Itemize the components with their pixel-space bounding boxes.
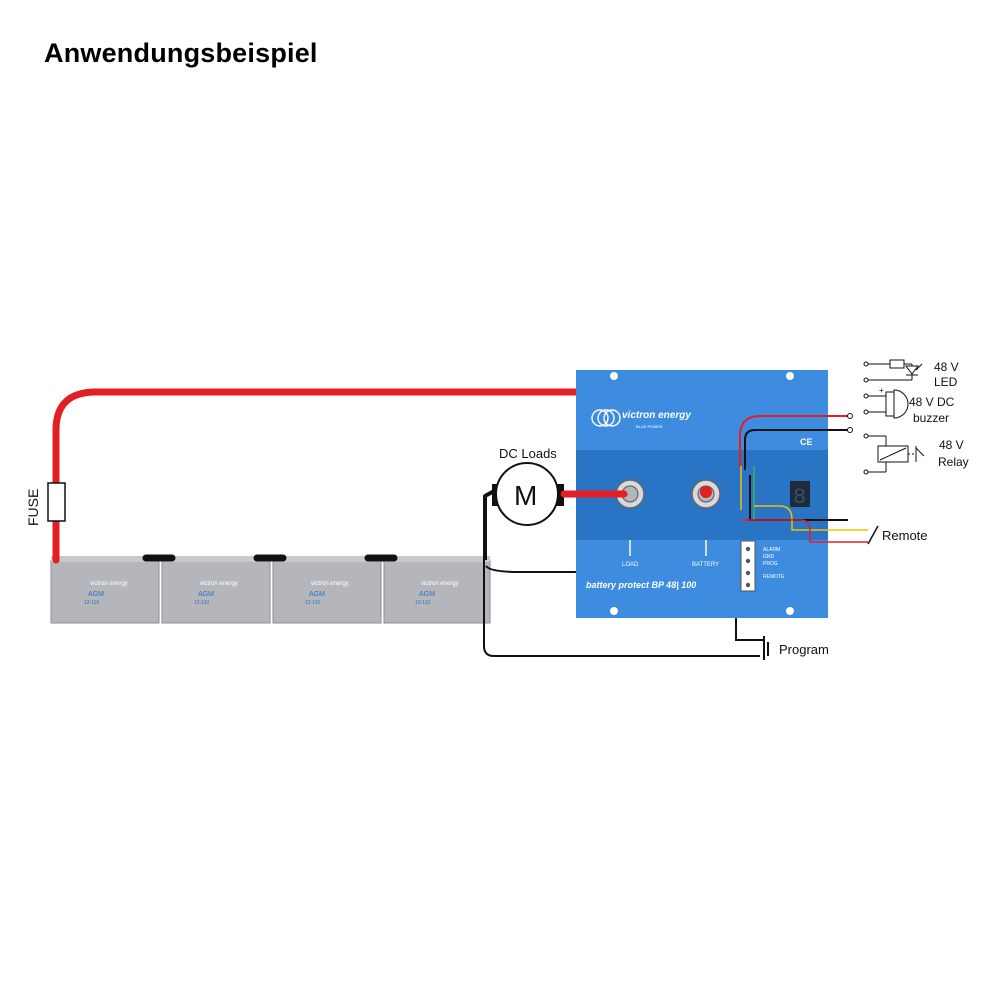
terminal-load-label: LOAD [622,562,639,568]
remote-switch-icon [860,525,879,545]
battery-type: AGM [88,591,104,598]
battery-rating: 12-110 [415,600,430,606]
remote-label: Remote [882,528,928,543]
battery-brand: victron energy [311,581,349,587]
battery-type: AGM [309,591,325,598]
battery-brand: victron energy [90,581,128,587]
battery-rating: 12-110 [84,600,99,606]
dc-load-motor: M [492,462,564,526]
battery-brand: victron energy [200,581,238,587]
battery-4: victron energy AGM 12-110 [383,556,491,624]
ce-mark: CE [800,437,813,447]
led-label-line2: LED [934,375,958,389]
relay-icon [863,433,925,475]
battery-type: AGM [419,591,435,598]
display-digit: 8 [793,485,806,510]
fuse [47,482,66,522]
connector-label-gnd: GND [763,554,775,560]
motor-symbol: M [514,480,537,511]
relay-label-line2: Relay [938,455,969,469]
seven-segment-display [790,481,810,507]
connector-label-prog: PROG [763,561,778,567]
terminal-battery-label: BATTERY [692,562,719,568]
battery-2: victron energy AGM 12-110 [161,556,271,624]
battery-brand: victron energy [421,581,459,587]
battery-rating: 12-110 [194,600,209,606]
connector-label-remote: REMOTE [763,574,785,580]
battery-1: victron energy AGM 12-110 [50,556,160,624]
connector-label-alarm: ALARM [763,547,780,553]
relay-label-line1: 48 V [939,438,964,452]
led-label-line1: 48 V [934,360,959,374]
output-terminals [847,413,853,433]
victron-logo-icon [591,409,621,427]
battery-type: AGM [198,591,214,598]
page-title: Anwendungsbeispiel [44,38,318,68]
connector-traces [740,466,860,543]
buzzer-label-line2: buzzer [913,411,949,425]
device-model: battery protect BP 48| 100 [586,580,696,590]
svg-text:+: + [879,386,884,395]
program-label: Program [779,642,829,657]
battery-bank: victron energy AGM 12-110 victron energy… [50,554,491,624]
dc-loads-label: DC Loads [499,446,557,461]
battery-3: victron energy AGM 12-110 [272,556,382,624]
led-icon [863,359,923,383]
buzzer-label-line1: 48 V DC [909,395,955,409]
device-tagline: BLUE POWER [636,424,663,429]
fuse-label: FUSE [25,489,41,526]
battery-rating: 12-110 [305,600,320,606]
io-connector [740,540,756,592]
device-brand: victron energy [622,410,691,421]
buzzer-icon: + [863,386,909,419]
